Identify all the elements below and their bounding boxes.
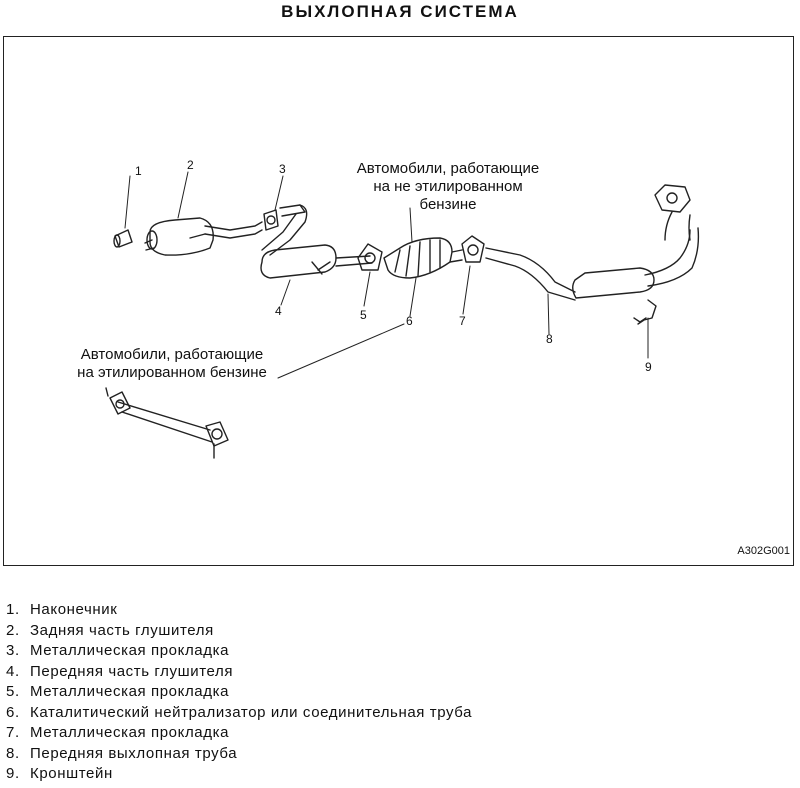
callout-unleaded: Автомобили, работающие на не этилированн… <box>330 160 566 214</box>
legend-item-number: 2. <box>6 621 20 639</box>
front-exhaust-pipe-part <box>485 184 700 301</box>
legend-item: 5. Металлическая прокладка <box>6 682 472 703</box>
parts-legend: 1. Наконечник 2. Задняя часть глушителя 3.… <box>6 600 472 785</box>
rear-muffler-part <box>144 217 263 256</box>
gasket-5-part <box>357 243 383 271</box>
legend-item-text: Кронштейн <box>30 765 113 782</box>
part-number-2: 2 <box>187 158 194 172</box>
bracket-part <box>633 299 657 325</box>
legend-item-number: 5. <box>6 683 20 700</box>
legend-item: 3. Металлическая прокладка <box>6 641 472 662</box>
callout-leaded-line2: на этилированном бензине <box>77 364 267 381</box>
callout-unleaded-line2: на не этилированном <box>373 178 523 195</box>
part-number-9: 9 <box>645 360 652 374</box>
part-number-6: 6 <box>406 314 413 328</box>
legend-item-text: Металлическая прокладка <box>30 642 230 659</box>
legend-item-text: Передняя выхлопная труба <box>30 744 238 762</box>
gasket-7-part <box>461 235 485 263</box>
leader-lines <box>124 171 649 379</box>
legend-item-text: Металлическая прокладка <box>30 724 230 741</box>
legend-item-number: 3. <box>6 642 20 659</box>
legend-item-number: 6. <box>6 703 20 721</box>
callout-unleaded-line3: бензине <box>419 196 477 213</box>
gasket-3-part <box>263 204 306 231</box>
part-number-4: 4 <box>275 304 282 318</box>
callout-leaded: Автомобили, работающие на этилированном … <box>58 346 286 382</box>
front-muffler-part <box>260 204 373 279</box>
legend-item-number: 7. <box>6 724 20 741</box>
legend-item: 8. Передняя выхлопная труба <box>6 744 472 765</box>
legend-item: 2. Задняя часть глушителя <box>6 621 472 642</box>
legend-item-text: Металлическая прокладка <box>30 683 230 700</box>
legend-item-number: 8. <box>6 744 20 762</box>
callout-leaded-line1: Автомобили, работающие <box>80 346 264 363</box>
legend-item: 6. Каталитический нейтрализатор или соеди… <box>6 703 472 724</box>
callout-unleaded-line1: Автомобили, работающие <box>356 160 540 177</box>
figure-code: A302G001 <box>737 545 790 557</box>
part-number-7: 7 <box>459 314 466 328</box>
legend-item: 1. Наконечник <box>6 600 472 621</box>
legend-item-text: Передняя часть глушителя <box>30 662 234 680</box>
legend-item: 4. Передняя часть глушителя <box>6 662 472 683</box>
legend-item-number: 4. <box>6 662 20 680</box>
legend-item-text: Каталитический нейтрализатор или соедини… <box>30 703 473 721</box>
part-number-5: 5 <box>360 308 367 322</box>
catalytic-converter-part <box>383 237 463 279</box>
legend-item-number: 1. <box>6 601 20 618</box>
part-number-3: 3 <box>279 162 286 176</box>
legend-item-text: Задняя часть глушителя <box>30 621 214 639</box>
part-number-8: 8 <box>546 332 553 346</box>
connecting-pipe-part <box>105 387 229 459</box>
legend-item-text: Наконечник <box>30 601 118 618</box>
diagram-frame <box>3 36 794 566</box>
legend-item-number: 9. <box>6 765 20 782</box>
legend-item: 9. Кронштейн <box>6 764 472 785</box>
legend-item: 7. Металлическая прокладка <box>6 723 472 744</box>
part-number-1: 1 <box>135 164 142 178</box>
tail-tip-part <box>113 229 133 248</box>
page-title: ВЫХЛОПНАЯ СИСТЕМА <box>281 2 519 21</box>
